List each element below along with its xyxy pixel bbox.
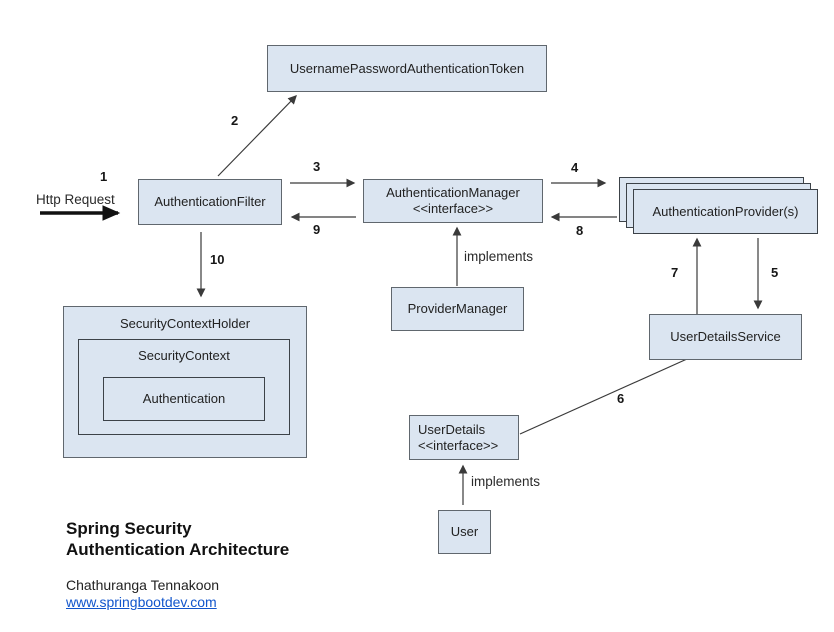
node-label: SecurityContext xyxy=(138,348,230,363)
diagram-title-line2: Authentication Architecture xyxy=(66,540,290,559)
node-username-password-authentication-token: UsernamePasswordAuthenticationToken xyxy=(267,45,547,92)
node-authentication-filter: AuthenticationFilter xyxy=(138,179,282,225)
step-label-9: 9 xyxy=(313,222,321,237)
node-label: User xyxy=(450,524,479,539)
node-user-details-service: UserDetailsService xyxy=(649,314,802,360)
implements-label-manager: implements xyxy=(464,249,534,264)
edge-2-filter-to-token xyxy=(217,95,297,177)
diagram-title: Spring Security Authentication Architect… xyxy=(66,518,289,560)
node-authentication-providers: AuthenticationProvider(s) xyxy=(633,189,818,234)
node-authentication-manager: AuthenticationManager <<interface>> xyxy=(363,179,543,223)
node-security-context-holder: SecurityContextHolder SecurityContext Au… xyxy=(63,306,307,458)
step-label-10: 10 xyxy=(210,252,225,267)
step-label-6: 6 xyxy=(617,391,625,406)
http-request-label: Http Request xyxy=(36,192,115,207)
node-user-details: UserDetails <<interface>> xyxy=(409,415,519,460)
node-security-context: SecurityContext Authentication xyxy=(78,339,290,435)
node-label: SecurityContextHolder xyxy=(119,316,251,331)
step-label-2: 2 xyxy=(231,113,239,128)
step-label-5: 5 xyxy=(771,265,779,280)
node-authentication: Authentication xyxy=(103,377,265,421)
edge-6-uds-to-userdetails xyxy=(519,358,688,435)
node-stereotype: <<interface>> xyxy=(412,201,494,216)
node-label: AuthenticationProvider(s) xyxy=(652,203,799,219)
node-label: AuthenticationFilter xyxy=(154,194,266,209)
node-user: User xyxy=(438,510,491,554)
step-label-8: 8 xyxy=(576,223,584,238)
node-label: UsernamePasswordAuthenticationToken xyxy=(289,60,525,76)
step-label-4: 4 xyxy=(571,160,579,175)
implements-label-userdetails: implements xyxy=(471,474,541,489)
node-provider-manager: ProviderManager xyxy=(391,287,524,331)
node-label: ProviderManager xyxy=(407,301,508,316)
step-label-7: 7 xyxy=(671,265,679,280)
node-label: UserDetails xyxy=(418,421,486,437)
author-name: Chathuranga Tennakoon xyxy=(66,577,220,593)
diagram-title-line1: Spring Security xyxy=(66,519,192,538)
node-label: Authentication xyxy=(142,391,226,406)
node-label: AuthenticationManager xyxy=(386,185,520,200)
node-label: UserDetailsService xyxy=(670,329,781,344)
step-label-1: 1 xyxy=(100,169,108,184)
step-label-3: 3 xyxy=(313,159,321,174)
website-link[interactable]: www.springbootdev.com xyxy=(66,594,217,610)
node-stereotype: <<interface>> xyxy=(418,437,499,453)
